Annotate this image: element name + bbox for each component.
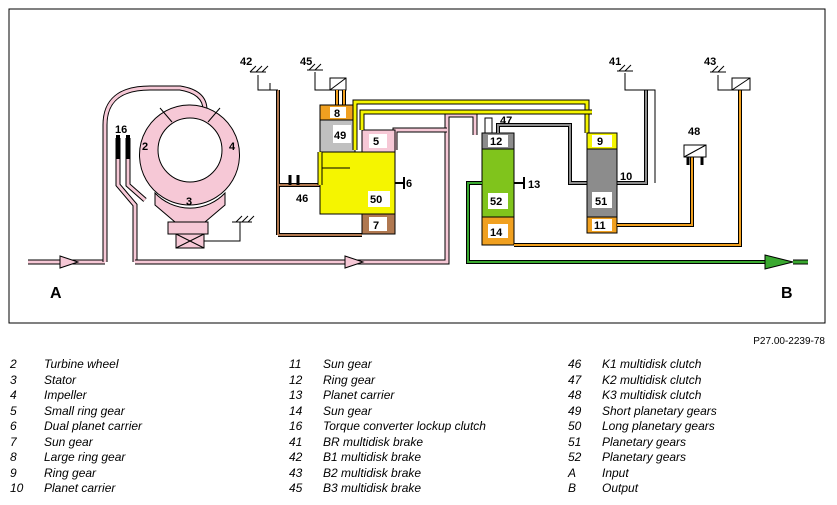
label-b3-brake: 45 <box>300 56 312 68</box>
brake-43-symbol <box>710 65 751 91</box>
input-shaft <box>28 85 208 269</box>
label-dual-planet-carrier: 6 <box>406 178 412 190</box>
label-sun-gear-7: 7 <box>373 220 379 232</box>
torque-converter <box>115 104 255 262</box>
k3-clutch-linkage <box>514 90 742 247</box>
label-ring-gear-9: 9 <box>597 136 603 148</box>
brake-41-symbol <box>617 64 656 183</box>
reference-code: P27.00-2239-78 <box>753 336 825 347</box>
label-long-planetary-gears: 50 <box>370 194 382 206</box>
label-large-ring-gear: 8 <box>334 108 340 120</box>
yellow-carrier-shaft <box>317 99 592 185</box>
label-small-ring-gear: 5 <box>373 136 379 148</box>
gear-schematic-diagram: 2 3 4 5 6 7 8 9 10 11 12 13 14 16 41 42 … <box>8 8 826 324</box>
label-k2-clutch: 47 <box>500 115 512 127</box>
label-br-brake: 41 <box>609 56 621 68</box>
label-k3-clutch: 48 <box>688 126 700 138</box>
label-impeller: 4 <box>229 141 236 153</box>
label-short-planetary-gears: 49 <box>334 130 346 142</box>
label-b1-brake: 42 <box>240 56 252 68</box>
label-lockup-clutch: 16 <box>115 124 127 136</box>
k1-clutch-linkage <box>276 90 362 237</box>
output-shaft <box>466 181 808 270</box>
label-input: A <box>50 285 62 302</box>
label-ring-gear-12: 12 <box>490 136 502 148</box>
label-planetary-gears-51: 51 <box>595 196 607 208</box>
planetary-set-3 <box>586 132 618 234</box>
k2-clutch-linkage <box>496 90 648 185</box>
label-planetary-gears-52: 52 <box>490 196 502 208</box>
planetary-set-1 <box>319 104 405 235</box>
label-planet-carrier-13: 13 <box>528 179 540 191</box>
label-sun-gear-14: 14 <box>490 227 503 239</box>
label-k1-clutch: 46 <box>296 193 308 205</box>
label-stator: 3 <box>186 196 192 208</box>
label-sun-gear-11: 11 <box>594 220 606 232</box>
label-output: B <box>781 285 793 302</box>
diagram-frame <box>8 8 826 324</box>
label-planet-carrier-10: 10 <box>620 171 632 183</box>
brake-42-symbol <box>249 65 278 91</box>
planetary-set-2 <box>481 117 525 246</box>
label-turbine-wheel: 2 <box>142 141 148 153</box>
brake-45-symbol <box>307 63 347 105</box>
label-b2-brake: 43 <box>704 56 716 68</box>
